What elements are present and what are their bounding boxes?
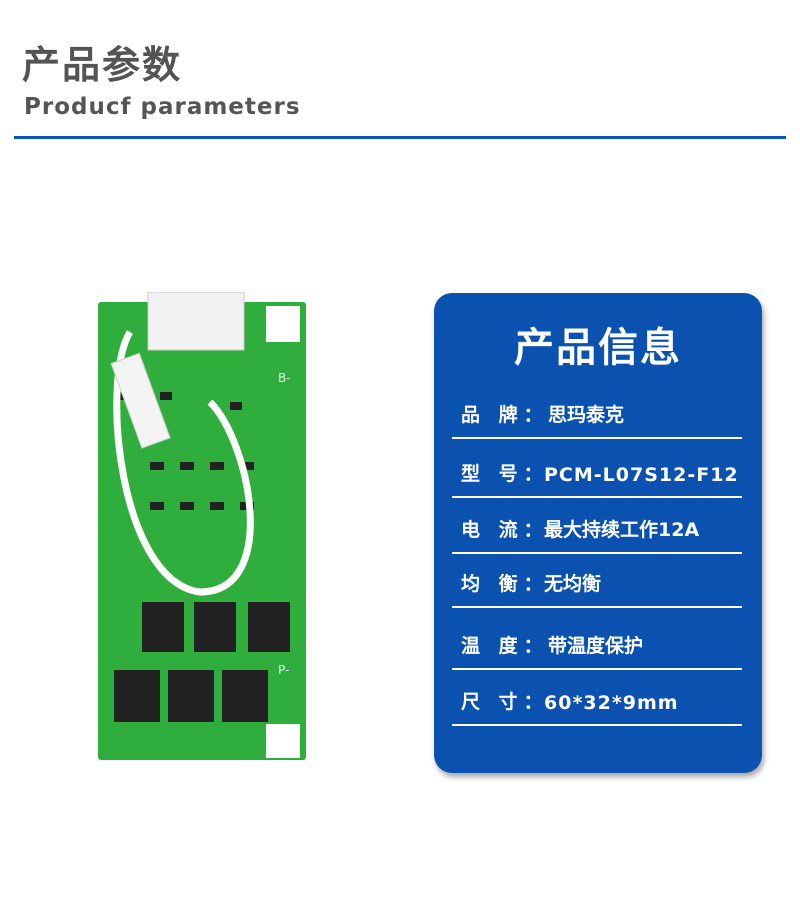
row-value: 思玛泰克 <box>548 404 625 426</box>
info-row-brand: 品 牌： 思玛泰克 <box>452 379 742 439</box>
info-row-balance: 均 衡： 无均衡 <box>452 548 742 608</box>
row-value: 带温度保护 <box>548 635 644 657</box>
row-label: 尺 寸： <box>461 691 549 713</box>
page-title: 产品参数 <box>22 43 183 87</box>
row-label: 均 衡： <box>461 573 549 595</box>
row-label: 电 流： <box>461 519 549 541</box>
info-row-size: 尺 寸： 60*32*9mm <box>452 666 742 726</box>
page-subtitle: Producf parameters <box>24 94 301 120</box>
row-value: 最大持续工作12A <box>544 519 700 541</box>
pcb-product-image: B- P- <box>98 292 306 760</box>
row-value: 60*32*9mm <box>544 692 679 714</box>
row-label: 温 度： <box>461 635 549 657</box>
header-divider <box>14 136 786 139</box>
pcb-label-b: B- <box>278 371 291 385</box>
row-value: PCM-L07S12-F12 <box>544 464 739 486</box>
card-title: 产品信息 <box>514 325 682 371</box>
info-row-temperature: 温 度： 带温度保护 <box>452 610 742 670</box>
pcb-label-p: P- <box>278 663 289 677</box>
row-label: 品 牌： <box>461 404 549 426</box>
info-row-current: 电 流： 最大持续工作12A <box>452 494 742 554</box>
row-value: 无均衡 <box>544 573 602 595</box>
product-info-card: 产品信息 品 牌： 思玛泰克 型 号： PCM-L07S12-F12 电 流： … <box>434 293 762 773</box>
info-row-model: 型 号： PCM-L07S12-F12 <box>452 438 742 498</box>
row-label: 型 号： <box>461 463 549 485</box>
